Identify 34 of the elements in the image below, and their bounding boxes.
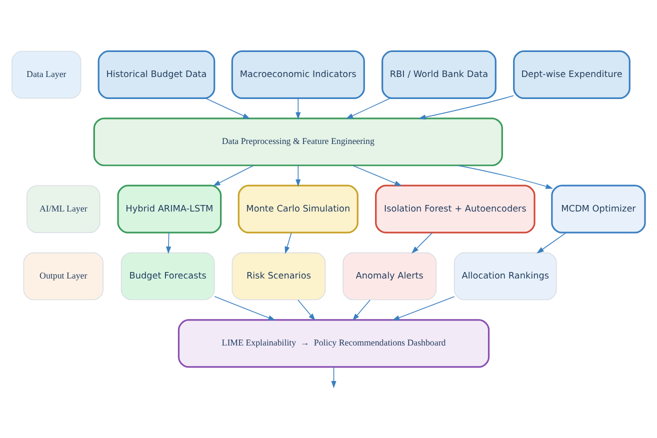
node-box: AI/ML Layer bbox=[26, 184, 100, 232]
arrow bbox=[346, 97, 391, 118]
node-box: Allocation Rankings bbox=[454, 252, 557, 300]
arrow bbox=[457, 164, 554, 188]
arrow bbox=[352, 164, 402, 186]
node-box: Isolation Forest + Autoencoders bbox=[375, 184, 536, 233]
node-box: Historical Budget Data bbox=[98, 50, 216, 98]
node-box: Macroeconomic Indicators bbox=[231, 50, 365, 98]
arrow bbox=[352, 299, 370, 320]
node-box: Risk Scenarios bbox=[232, 252, 326, 300]
arrow bbox=[212, 164, 254, 186]
arrow bbox=[205, 97, 250, 118]
node-box: Data Layer bbox=[12, 50, 82, 98]
arrow bbox=[418, 94, 514, 120]
node-box: Anomaly Alerts bbox=[342, 252, 437, 300]
arrow bbox=[214, 296, 276, 320]
arrow bbox=[331, 366, 336, 388]
arrow bbox=[392, 296, 455, 320]
node-box: Budget Forecasts bbox=[120, 252, 215, 300]
node-box: Hybrid ARIMA-LSTM bbox=[117, 184, 222, 233]
arrow bbox=[536, 232, 567, 253]
node-box: RBI / World Bank Data bbox=[382, 50, 496, 98]
arrow bbox=[296, 164, 301, 186]
arrow bbox=[284, 232, 292, 254]
node-box: Dept-wise Expenditure bbox=[513, 50, 630, 98]
arrow bbox=[296, 98, 301, 119]
node-box: Monte Carlo Simulation bbox=[238, 184, 358, 233]
node-box: Data Preprocessing & Feature Engineering bbox=[93, 117, 503, 166]
node-box: LIME Explainability → Policy Recommendations Dashboard bbox=[178, 318, 490, 368]
node-box: Output Layer bbox=[23, 252, 104, 300]
arrow bbox=[298, 299, 316, 320]
arrow bbox=[412, 232, 433, 254]
arrow bbox=[166, 232, 172, 254]
node-box: MCDM Optimizer bbox=[551, 184, 646, 233]
